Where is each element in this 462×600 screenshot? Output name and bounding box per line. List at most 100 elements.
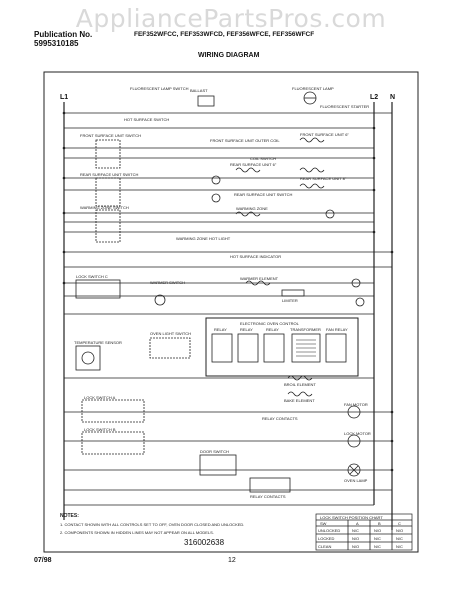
label-fluorescent-lamp: FLUORESCENT LAMP bbox=[292, 86, 334, 91]
lock-motor bbox=[347, 434, 361, 448]
label-coil-switch: COIL SWITCH bbox=[250, 156, 277, 161]
door-switch-box bbox=[199, 454, 237, 476]
switch-table-cell: N/C bbox=[374, 544, 381, 549]
publication-label: Publication No. bbox=[34, 30, 93, 39]
note-1: 1. CONTACT SHOWN WITH ALL CONTROLS SET T… bbox=[60, 522, 245, 527]
label-fluorescent-starter: FLUORESCENT STARTER bbox=[320, 104, 370, 109]
footer-date: 07/98 bbox=[34, 557, 52, 564]
switch-table-cell: N/O bbox=[396, 528, 404, 533]
label-relay-bake: RELAY bbox=[214, 327, 227, 332]
transformer bbox=[291, 333, 321, 363]
label-ballast: BALLAST bbox=[190, 88, 208, 93]
switch-table-cell: N/O bbox=[352, 536, 360, 541]
notes-title: NOTES: bbox=[60, 513, 79, 519]
switch-table-cell: N/O bbox=[352, 544, 360, 549]
rail-n: N bbox=[390, 94, 396, 101]
page-number: 12 bbox=[228, 557, 236, 564]
label-relay-broil: RELAY bbox=[240, 327, 253, 332]
label-relay-convect: RELAY bbox=[266, 327, 279, 332]
switch-symbol bbox=[211, 193, 221, 203]
model-list: FEF352WFCC, FEF353WFCD, FEF356WFCE, FEF3… bbox=[134, 31, 315, 38]
label-rear-surface-switch: REAR SURFACE UNIT SWITCH bbox=[80, 172, 139, 177]
label-bake-element: BAKE ELEMENT bbox=[284, 398, 315, 403]
label-fluor-lamp-switch: FLUORESCENT LAMP SWITCH bbox=[130, 86, 189, 91]
label-hot-surface-indicator: HOT SURFACE INDICATOR bbox=[230, 254, 282, 259]
relay-contacts-box bbox=[249, 477, 291, 493]
rear-surface-switch-box bbox=[95, 177, 121, 207]
switch-table-cell: CLEAN bbox=[318, 544, 332, 549]
label-lock-switch-c: LOCK SWITCH C bbox=[76, 274, 108, 279]
front-surface-coil bbox=[299, 137, 325, 143]
switch-table-cell: N/C bbox=[352, 528, 359, 533]
label-rear-unit-6: REAR SURFACE UNIT 6" bbox=[230, 162, 277, 167]
note-2: 2. COMPONENTS SHOWN IN HIDDEN LINES MAY … bbox=[60, 530, 214, 535]
label-door-switch: DOOR SWITCH bbox=[200, 449, 229, 454]
relay-broil bbox=[237, 333, 259, 363]
electronic-control-box bbox=[205, 317, 359, 377]
label-hot-surface-switch: HOT SURFACE SWITCH bbox=[124, 117, 170, 122]
rail-l1: L1 bbox=[60, 94, 69, 101]
watermark: AppliancePartsPros.com bbox=[75, 4, 387, 33]
label-relay-contacts: RELAY CONTACTS bbox=[262, 416, 298, 421]
warmer-element bbox=[245, 280, 271, 286]
label-front-outer-coil: FRONT SURFACE UNIT OUTER COIL bbox=[210, 138, 280, 143]
label-warming-zone-switch: WARMING ZONE SWITCH bbox=[80, 205, 129, 210]
rail-l2: L2 bbox=[370, 94, 379, 101]
label-electronic-control: ELECTRONIC OVEN CONTROL bbox=[240, 321, 299, 326]
label-limiter: LIMITER bbox=[282, 298, 298, 303]
label-warmer-element: WARMER ELEMENT bbox=[240, 276, 279, 281]
label-relay-contacts-2: RELAY CONTACTS bbox=[250, 494, 286, 499]
switch-table-cell: LOCKED bbox=[318, 536, 335, 541]
publication-number: 5995310185 bbox=[34, 39, 79, 48]
lock-switch-a-box bbox=[81, 399, 145, 423]
switch-table-title: LOCK SWITCH POSITION CHART bbox=[320, 515, 383, 520]
label-temperature-sensor: TEMPERATURE SENSOR bbox=[74, 340, 122, 345]
switch-table-cell: N/O bbox=[374, 528, 382, 533]
label-warmer-switch: WARMER SWITCH bbox=[150, 280, 185, 285]
bake-element bbox=[287, 391, 313, 397]
switch-table-header: B bbox=[378, 521, 381, 526]
switch-symbol bbox=[211, 175, 221, 185]
lock-switch-b-box bbox=[81, 431, 145, 455]
switch-symbol bbox=[351, 278, 361, 288]
label-broil-element: BROIL ELEMENT bbox=[284, 382, 316, 387]
ballast bbox=[197, 95, 215, 107]
label-warming-zone: WARMING ZONE bbox=[236, 206, 268, 211]
front-surface-switch-box bbox=[95, 139, 121, 169]
temperature-sensor-box bbox=[75, 345, 101, 371]
label-lock-switch-a: LOCK SWITCH A bbox=[84, 395, 116, 400]
switch-table-cell: UNLOCKED bbox=[318, 528, 341, 533]
label-rear-unit-8: REAR SURFACE UNIT 8" bbox=[300, 176, 347, 181]
switch-table-header: C bbox=[398, 521, 401, 526]
limiter bbox=[281, 289, 305, 297]
label-front-surface-switch: FRONT SURFACE UNIT SWITCH bbox=[80, 133, 141, 138]
label-fan-motor: FAN MOTOR bbox=[344, 402, 368, 407]
label-lock-switch-b: LOCK SWITCH B bbox=[84, 427, 116, 432]
relay-convect bbox=[263, 333, 285, 363]
switch-symbol bbox=[325, 209, 335, 219]
relay-bake bbox=[211, 333, 233, 363]
switch-table-header: A bbox=[356, 521, 359, 526]
label-transformer: TRANSFORMER bbox=[290, 327, 321, 332]
label-warming-zone-hot: WARMING ZONE HOT LIGHT bbox=[176, 236, 231, 241]
rear-surface-coil-6 bbox=[299, 167, 325, 173]
switch-symbol bbox=[154, 294, 166, 306]
diagram-title: WIRING DIAGRAM bbox=[198, 52, 260, 59]
warming-zone-element bbox=[235, 211, 261, 217]
switch-table-cell: N/C bbox=[374, 536, 381, 541]
label-fan-relay: FAN RELAY bbox=[326, 327, 348, 332]
rear-center-coil bbox=[235, 167, 261, 173]
rear-surface-coil-8 bbox=[299, 183, 325, 189]
fan-motor bbox=[347, 405, 361, 419]
label-front-unit-6: FRONT SURFACE UNIT 6" bbox=[300, 132, 349, 137]
lock-switch-c-box bbox=[75, 279, 121, 299]
switch-table-cell: N/C bbox=[396, 536, 403, 541]
temperature-sensor bbox=[81, 351, 95, 365]
part-number: 316002638 bbox=[184, 538, 225, 547]
diagram-border bbox=[43, 71, 419, 553]
label-rear-right-switch: REAR SURFACE UNIT SWITCH bbox=[234, 192, 293, 197]
switch-table-frame bbox=[315, 513, 413, 551]
switch-table-cell: N/C bbox=[396, 544, 403, 549]
